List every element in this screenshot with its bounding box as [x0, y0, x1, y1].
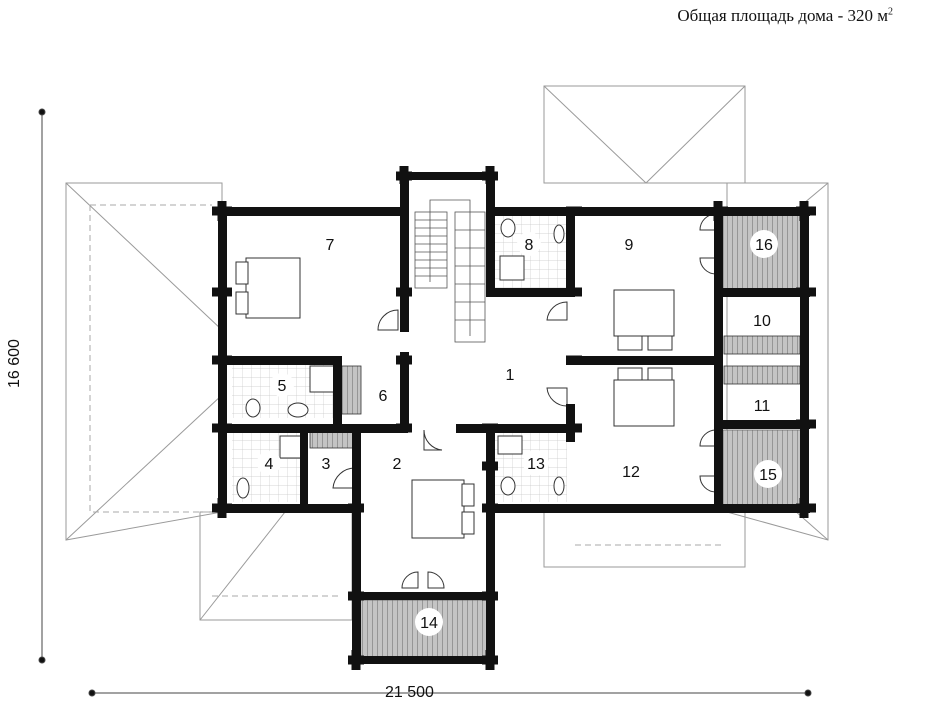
area-unit-superscript: 2 [888, 6, 893, 18]
room-number-9: 9 [625, 237, 634, 254]
room-number-14: 14 [420, 615, 438, 632]
beds [235, 257, 675, 539]
room-marker-5: 5 [270, 373, 294, 397]
room-marker-1: 1 [497, 361, 523, 387]
room-marker-3: 3 [315, 452, 337, 474]
room-number-2: 2 [393, 456, 402, 473]
roof-outline [65, 85, 829, 621]
room-marker-4: 4 [257, 451, 281, 475]
width-dimension-label: 21 500 [385, 684, 434, 701]
height-dimension-line [38, 108, 46, 664]
height-dimension-label: 16 600 [6, 339, 23, 388]
room-number-3: 3 [322, 456, 331, 473]
room-marker-13: 13 [523, 450, 549, 476]
room-marker-14: 14 [415, 608, 443, 636]
room-number-4: 4 [265, 456, 274, 473]
width-dimension-line [88, 689, 812, 697]
room-markers: 1 2 3 4 5 6 7 8 9 10 11 12 13 14 15 16 [257, 230, 782, 636]
room-marker-11: 11 [749, 392, 775, 418]
room-number-10: 10 [753, 313, 771, 330]
total-area-text: Общая площадь дома - 320 м [677, 6, 888, 25]
room-marker-2: 2 [384, 450, 410, 476]
room-number-8: 8 [525, 237, 534, 254]
room-number-6: 6 [379, 388, 388, 405]
room-marker-10: 10 [749, 307, 775, 333]
room-number-15: 15 [759, 467, 777, 484]
room-marker-9: 9 [616, 231, 642, 257]
room-number-16: 16 [755, 237, 773, 254]
total-area-title: Общая площадь дома - 320 м2 [677, 6, 893, 26]
room-marker-12: 12 [618, 458, 644, 484]
room-marker-6: 6 [372, 384, 394, 406]
plumbing-fixtures [236, 218, 565, 499]
wardrobe-hatching [309, 335, 801, 449]
room-number-1: 1 [506, 367, 515, 384]
room-marker-15: 15 [754, 460, 782, 488]
room-marker-16: 16 [750, 230, 778, 258]
room-marker-7: 7 [317, 231, 343, 257]
log-corner-ends [212, 166, 816, 670]
room-number-13: 13 [527, 456, 545, 473]
room-number-11: 11 [754, 398, 771, 415]
room-number-5: 5 [278, 378, 287, 395]
room-marker-8: 8 [517, 232, 541, 256]
roof-eaves-dashed [89, 204, 725, 597]
room-number-12: 12 [622, 464, 640, 481]
room-number-7: 7 [326, 237, 335, 254]
staircase [414, 199, 486, 343]
